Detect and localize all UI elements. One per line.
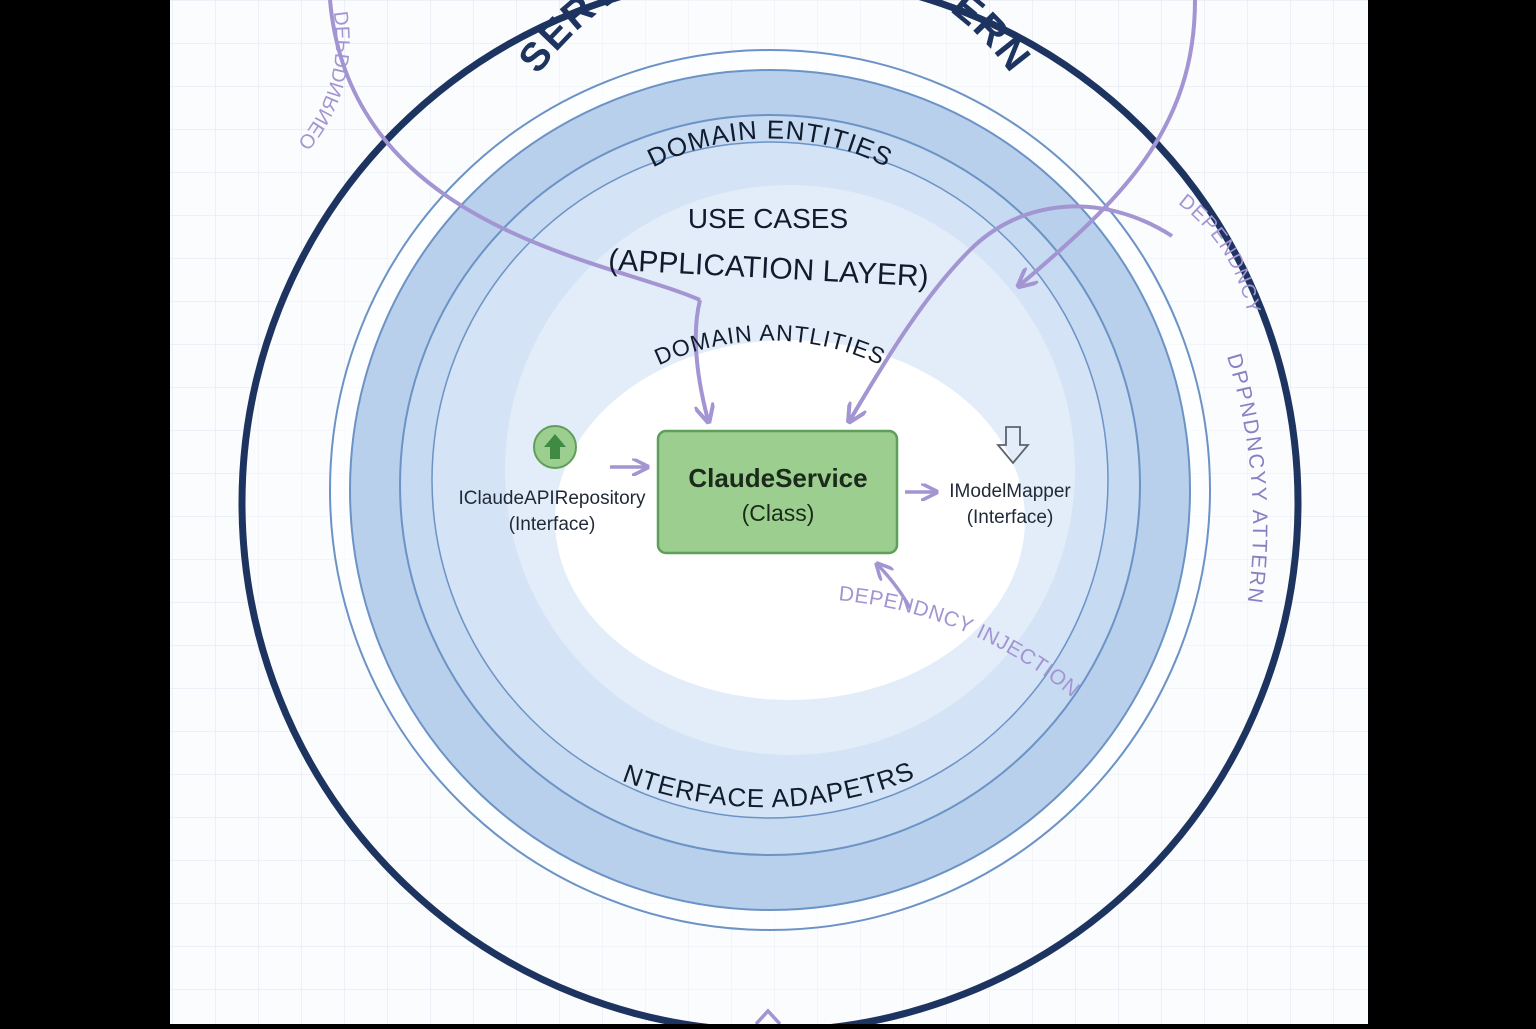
bottom-arrow-tip [754, 1008, 782, 1026]
right-dependency-arc [1020, 0, 1197, 285]
claude-service-name: ClaudeService [688, 463, 867, 493]
claude-service-box [656, 429, 899, 555]
left-dependency-arc [328, 0, 701, 302]
left-dependency-arrow [693, 299, 708, 420]
model-mapper-kind: (Interface) [967, 507, 1054, 528]
dependency-injection-arrow [878, 565, 912, 609]
claude-service-kind: (Class) [742, 500, 815, 526]
claude-api-repository-name: IClaudeAPIRepository [459, 488, 646, 509]
up-arrow-circle-icon [533, 425, 577, 469]
model-mapper-name: IModelMapper [949, 481, 1071, 502]
claude-api-repository-kind: (Interface) [509, 514, 596, 535]
right-inner-dependency-arrow [850, 204, 1174, 420]
down-arrow-outline-icon [996, 426, 1030, 465]
use-cases-label: USE CASES [688, 203, 848, 234]
